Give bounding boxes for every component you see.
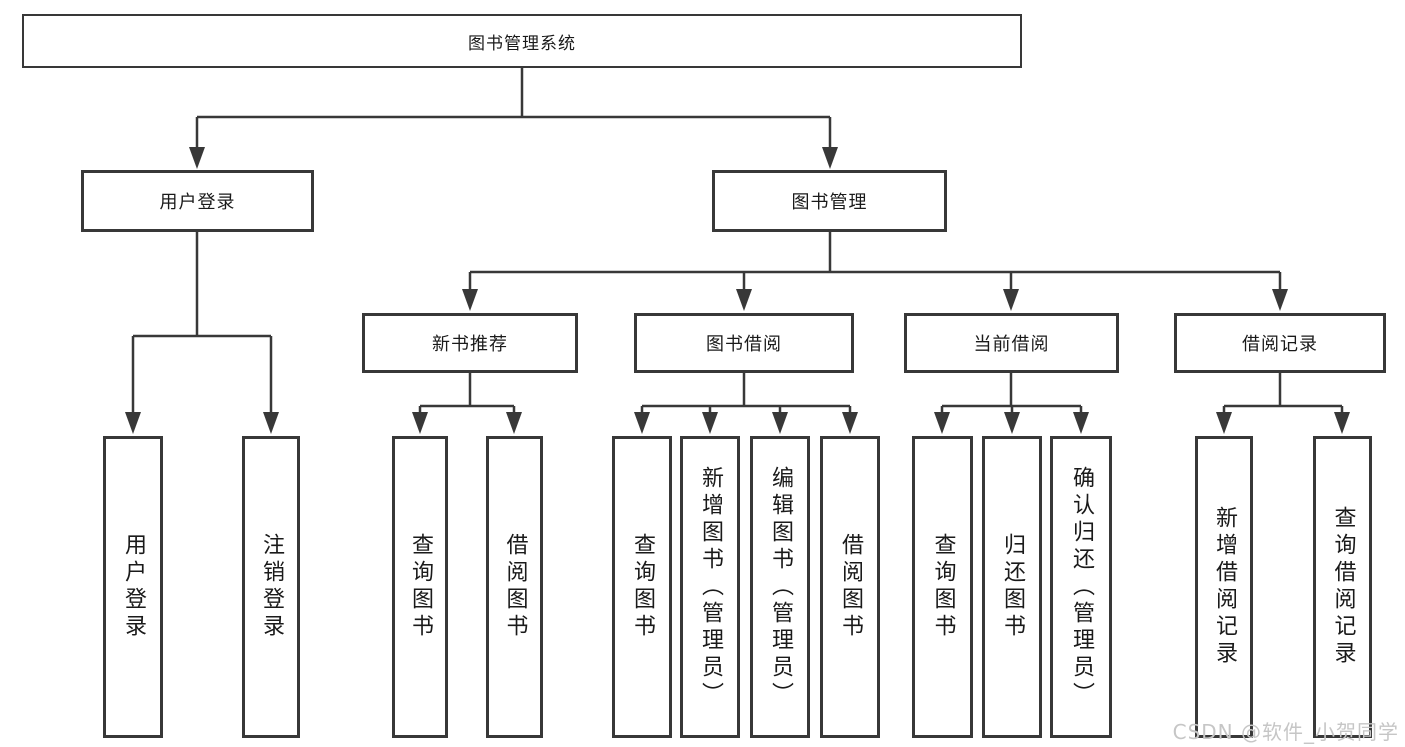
leaf-query-books-recommend: 查询图书 bbox=[392, 436, 448, 738]
node-label: 新书推荐 bbox=[432, 334, 508, 355]
leaf-label: 归还图书 bbox=[1000, 533, 1025, 641]
node-book-borrowing: 图书借阅 bbox=[634, 313, 854, 373]
leaf-label: 新增借阅记录 bbox=[1212, 506, 1237, 668]
leaf-query-books-current: 查询图书 bbox=[912, 436, 973, 738]
node-new-book-recommend: 新书推荐 bbox=[362, 313, 578, 373]
leaf-label: 编辑图书（管理员） bbox=[768, 465, 793, 709]
leaf-label: 新增图书（管理员） bbox=[698, 465, 723, 709]
leaf-add-books-admin: 新增图书（管理员） bbox=[680, 436, 740, 738]
node-label: 借阅记录 bbox=[1242, 334, 1318, 355]
leaf-label: 查询图书 bbox=[408, 533, 433, 641]
leaf-confirm-return-admin: 确认归还（管理员） bbox=[1050, 436, 1112, 738]
leaf-label: 查询图书 bbox=[630, 533, 655, 641]
node-label: 当前借阅 bbox=[973, 334, 1050, 355]
watermark: CSDN @软件_小贺同学 bbox=[1172, 720, 1399, 744]
leaf-borrow-books-recommend: 借阅图书 bbox=[486, 436, 543, 738]
leaf-query-books-borrowing: 查询图书 bbox=[612, 436, 672, 738]
node-label: 图书借阅 bbox=[706, 334, 782, 355]
leaf-logout: 注销登录 bbox=[242, 436, 300, 738]
leaf-label: 确认归还（管理员） bbox=[1069, 465, 1094, 709]
node-book-management: 图书管理 bbox=[712, 170, 947, 232]
leaf-query-borrow-record: 查询借阅记录 bbox=[1313, 436, 1372, 738]
node-current-borrowing: 当前借阅 bbox=[904, 313, 1119, 373]
leaf-return-books: 归还图书 bbox=[982, 436, 1042, 738]
node-user-login: 用户登录 bbox=[81, 170, 314, 232]
arrowheads bbox=[125, 147, 1350, 434]
leaf-add-borrow-record: 新增借阅记录 bbox=[1195, 436, 1253, 738]
leaf-edit-books-admin: 编辑图书（管理员） bbox=[750, 436, 810, 738]
leaf-label: 查询图书 bbox=[930, 533, 956, 641]
leaf-label: 借阅图书 bbox=[502, 533, 528, 641]
leaf-label: 用户登录 bbox=[121, 533, 146, 641]
leaf-user-login: 用户登录 bbox=[103, 436, 163, 738]
leaf-borrow-books: 借阅图书 bbox=[820, 436, 880, 738]
node-label: 图书管理 bbox=[791, 192, 868, 213]
node-root-library-system: 图书管理系统 bbox=[22, 14, 1022, 68]
leaf-label: 查询借阅记录 bbox=[1330, 506, 1356, 668]
node-label: 用户登录 bbox=[159, 192, 236, 213]
leaf-label: 借阅图书 bbox=[838, 533, 863, 641]
node-label: 图书管理系统 bbox=[468, 33, 576, 54]
leaf-label: 注销登录 bbox=[259, 533, 284, 641]
node-borrowing-records: 借阅记录 bbox=[1174, 313, 1386, 373]
